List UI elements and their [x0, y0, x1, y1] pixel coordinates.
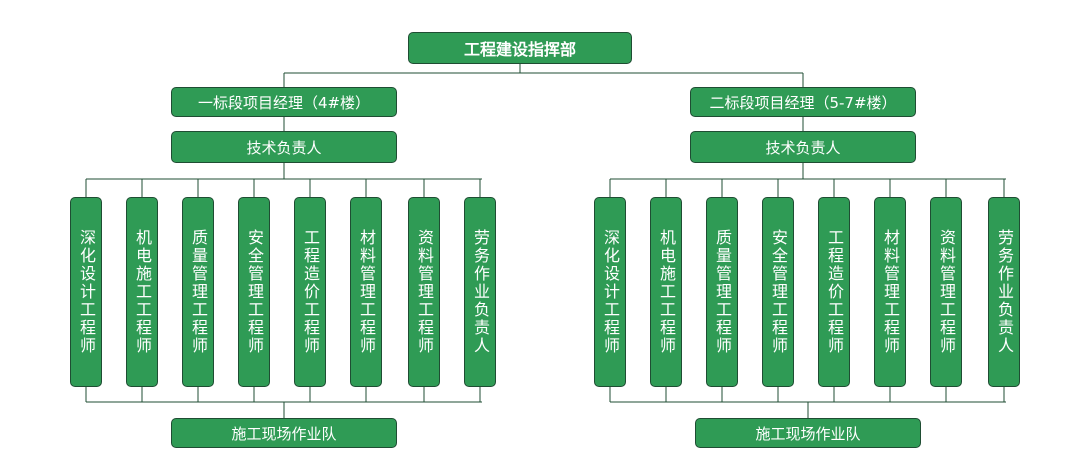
section2-role-quality: 质量管理工程师 [706, 197, 738, 387]
section1-role-cost: 工程造价工程师 [294, 197, 326, 387]
section2-role-design: 深化设计工程师 [594, 197, 626, 387]
section1-role-quality: 质量管理工程师 [182, 197, 214, 387]
section1-role-materials: 材料管理工程师 [350, 197, 382, 387]
section1-role-safety: 安全管理工程师 [238, 197, 270, 387]
section2-role-mep: 机电施工工程师 [650, 197, 682, 387]
section2-role-materials: 材料管理工程师 [874, 197, 906, 387]
section2-role-labor: 劳务作业负责人 [988, 197, 1020, 387]
section2-team-box: 施工现场作业队 [695, 418, 921, 448]
section1-role-labor: 劳务作业负责人 [464, 197, 496, 387]
section2-role-safety: 安全管理工程师 [762, 197, 794, 387]
section2-role-documents: 资料管理工程师 [930, 197, 962, 387]
section2-manager-box: 二标段项目经理（5-7#楼） [690, 87, 916, 117]
section1-team-box: 施工现场作业队 [171, 418, 397, 448]
headquarters-box: 工程建设指挥部 [408, 32, 632, 64]
section1-role-mep: 机电施工工程师 [126, 197, 158, 387]
section1-role-documents: 资料管理工程师 [408, 197, 440, 387]
section1-role-design: 深化设计工程师 [70, 197, 102, 387]
section1-tech-lead-box: 技术负责人 [171, 131, 397, 163]
section2-tech-lead-box: 技术负责人 [690, 131, 916, 163]
section2-role-cost: 工程造价工程师 [818, 197, 850, 387]
section1-manager-box: 一标段项目经理（4#楼） [171, 87, 397, 117]
